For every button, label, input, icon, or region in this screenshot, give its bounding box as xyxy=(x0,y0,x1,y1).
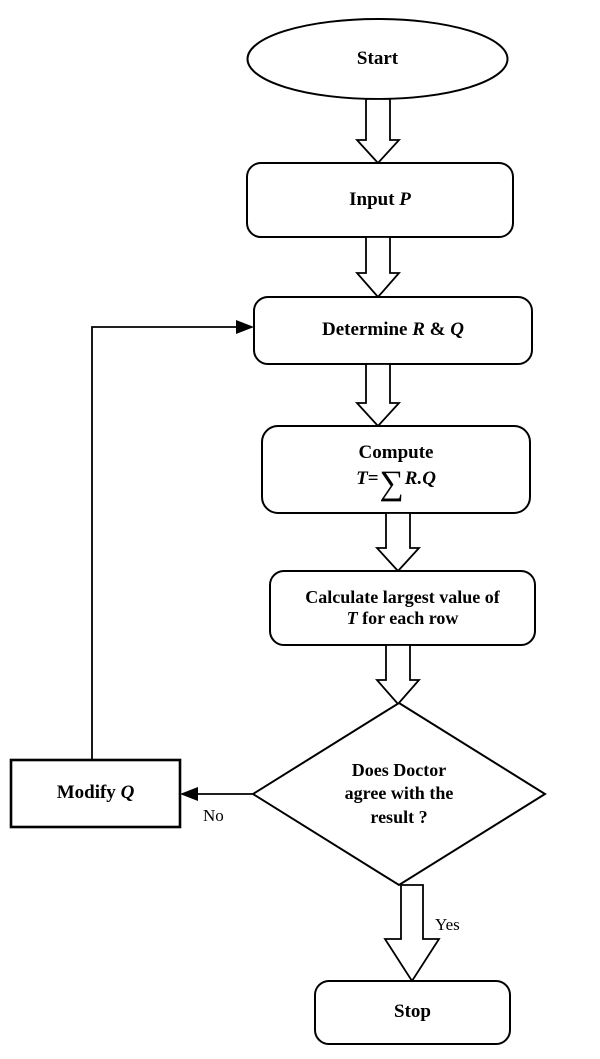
node-shape-stop[interactable] xyxy=(314,980,511,1045)
block-arrow-decision-to-stop xyxy=(383,884,441,983)
arrowhead-decision-to-modify xyxy=(180,787,198,801)
node-shape-decision[interactable] xyxy=(251,701,547,887)
node-shape-start[interactable] xyxy=(246,18,509,100)
node-shape-modify[interactable] xyxy=(9,758,182,829)
block-arrow-compute-to-calculate xyxy=(374,512,422,573)
node-shape-compute[interactable] xyxy=(261,425,531,514)
block-arrow-start-to-input xyxy=(354,98,402,165)
edge-label-no-text: No xyxy=(203,806,224,825)
edge-label-no: No xyxy=(203,806,224,826)
block-arrow-input-to-determine xyxy=(355,236,401,299)
node-shape-calculate[interactable] xyxy=(269,570,536,646)
block-arrow-determine-to-compute xyxy=(354,363,402,428)
node-shape-input[interactable] xyxy=(246,162,514,238)
arrowhead-modify-to-determine xyxy=(236,320,254,334)
edge-line-modify-to-determine xyxy=(91,326,240,760)
edge-label-yes-text: Yes xyxy=(435,915,460,934)
edge-label-yes: Yes xyxy=(435,915,460,935)
node-shape-determine[interactable] xyxy=(253,296,533,365)
block-arrow-calculate-to-decision xyxy=(375,644,421,706)
